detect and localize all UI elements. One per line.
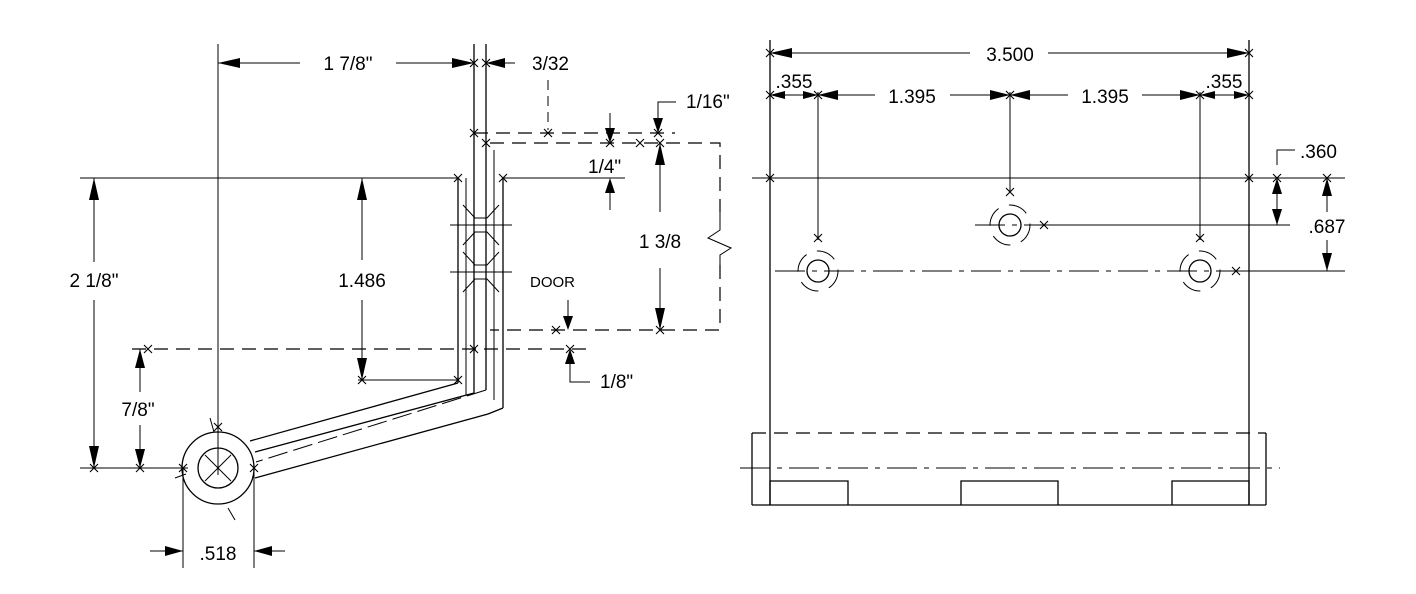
dim-hole-offset: .687 <box>1309 217 1346 238</box>
dim-gap-door: 1/4" <box>588 157 621 178</box>
dim-inner-height: 1.486 <box>338 271 386 292</box>
arm-hidden <box>255 389 487 463</box>
mounting-hole-right <box>1179 233 1241 292</box>
boss-break-1 <box>209 417 215 433</box>
dim-spacing-left: 1.395 <box>888 87 936 108</box>
dim-door-height: 1 3/8 <box>639 232 681 253</box>
boss-cross-2 <box>204 454 232 482</box>
dim-thickness: 3/32 <box>532 54 569 75</box>
arm-inner <box>249 382 459 442</box>
door-label: DOOR <box>530 274 575 291</box>
dim-bottom-gap: 1/8" <box>600 372 633 393</box>
side-view: 1 7/8" 3/32 1/16" 1/4" 1 3/8 DOOR 1.486 <box>69 44 733 568</box>
front-view: 3.500 .355 1.395 1.395 .355 .360 .687 <box>740 40 1346 506</box>
boss-break-3 <box>227 507 236 521</box>
dim-hole-top: .360 <box>1300 142 1337 163</box>
dim-pivot-offset: 7/8" <box>121 400 154 421</box>
dim-edge-left: .355 <box>776 72 813 93</box>
boss-break-2 <box>174 473 187 479</box>
dim-overall-width: 3.500 <box>986 45 1034 66</box>
arm-mid <box>254 380 475 453</box>
front-view-markers <box>765 48 1332 183</box>
hinge-knuckle <box>740 432 1280 506</box>
dim-gap-top: 1/16" <box>686 92 730 113</box>
side-view-markers <box>89 58 665 473</box>
dim-boss-width: .518 <box>200 544 237 565</box>
dim-width-top: 1 7/8" <box>323 54 372 75</box>
arm-outer <box>254 407 504 479</box>
door-break <box>706 212 733 265</box>
dim-overall-height: 2 1/8" <box>69 271 118 292</box>
pivot-boss-inner <box>197 447 239 489</box>
leaf-fasteners <box>450 204 512 293</box>
dim-edge-right: .355 <box>1206 72 1243 93</box>
mounting-hole-left <box>797 233 839 292</box>
door-outline <box>490 142 721 212</box>
dim-spacing-right: 1.395 <box>1081 87 1129 108</box>
mounting-hole-center <box>989 187 1049 246</box>
